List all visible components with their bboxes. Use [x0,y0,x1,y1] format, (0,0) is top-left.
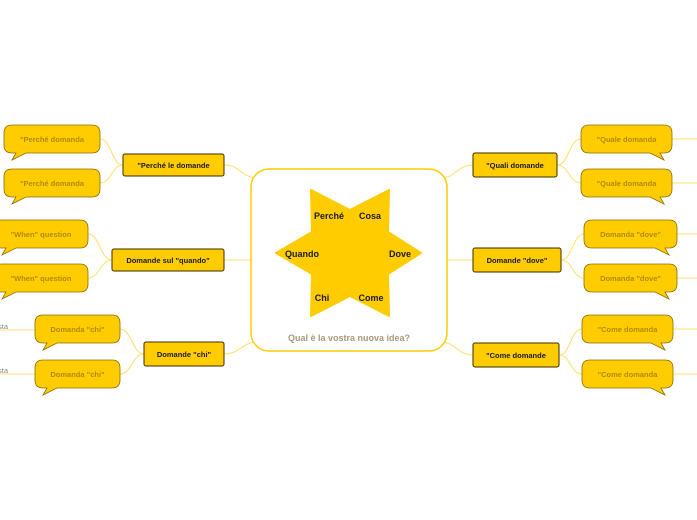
left-branch-1[interactable]: "Perché le domande [122,153,225,177]
left-branch-1-box [122,153,225,177]
left-branch-3-leaf-1-label: Domanda "chi" [50,325,105,334]
left-branch-2-leaf-1-bubble [0,219,89,256]
connector-line [556,164,582,184]
right-branch-2-leaf-1-bubble [583,219,678,256]
connector-line [560,233,585,261]
right-branch-3-box [472,342,560,368]
right-branch-2-label: Domande "dove" [487,256,548,265]
left-branch-2-leaf-1-label: "When" question [11,230,72,239]
right-branch-1-leaf-1[interactable]: "Quale domanda [580,124,673,161]
left-branch-3-leaf-2-bubble [34,359,121,396]
star-label-chi: Chi [315,293,330,303]
connector-line [87,233,113,261]
star-label-dove: Dove [389,249,411,259]
left-branch-3-leaf-2-label: Domanda "chi" [50,370,105,379]
star-label-cosa: Cosa [359,211,382,221]
left-branch-1-leaf-2[interactable]: "Perché domanda [3,168,101,205]
left-branch-3-outer-2[interactable]: sta [0,366,9,375]
central-idea-title: Qual è la vostra nuova idea? [288,333,410,343]
right-branch-3-label: "Come domande [486,351,546,360]
left-branch-2-leaf-2-label: "When" question [11,274,72,283]
left-branch-2[interactable]: Domande sul "quando" [111,248,225,272]
left-branch-1-leaf-1-label: "Perché domanda [20,135,85,144]
connectors [0,138,697,375]
central-idea[interactable]: Perché Cosa Quando Dove Chi Come Qual è … [250,168,448,352]
left-branch-1-leaf-2-bubble [3,168,101,205]
left-branch-2-label: Domande sul "quando" [126,256,210,265]
right-branch-2-leaf-2-label: Domanda "dove" [600,274,661,283]
right-branch-1-label: "Quali domande [486,161,544,170]
left-branch-3[interactable]: Domande "chi" [143,341,225,367]
right-branch-1[interactable]: "Quali domande [472,152,558,178]
left-branch-1-label: "Perché le domande [137,161,209,170]
connector-line [87,259,113,279]
right-branch-2[interactable]: Domande "dove" [472,247,562,273]
connector-line [119,353,145,375]
connector-line [556,138,582,166]
right-branch-1-leaf-1-bubble [580,124,673,161]
right-branch-2-box [472,247,562,273]
connector-line [223,341,259,355]
left-branch-2-leaf-2-bubble [0,263,89,300]
right-branch-3-leaf-1-label: "Come domanda [598,325,659,334]
right-branch-3-leaf-1[interactable]: "Come domanda [581,314,674,351]
right-branch-2-leaf-1[interactable]: Domanda "dove" [583,219,678,256]
connector-line [439,164,474,179]
left-branch-3-leaf-1[interactable]: Domanda "chi" [34,314,121,351]
right-branch-3-leaf-2-bubble [581,359,674,396]
connector-line [223,164,259,179]
right-branch-1-leaf-2-bubble [580,168,673,205]
connector-line [119,328,145,355]
star-label-quando: Quando [285,249,319,259]
right-branch-2-leaf-1-label: Domanda "dove" [600,230,661,239]
connector-line [558,354,583,375]
right-branch-1-leaf-2[interactable]: "Quale domanda [580,168,673,205]
left-branch-1-leaf-1-bubble [3,124,101,161]
left-branch-3-leaf-1-bubble [34,314,121,351]
right-branch-3-leaf-1-bubble [581,314,674,351]
left-branch-2-leaf-2[interactable]: "When" question [0,263,89,300]
left-branch-3-outer-1[interactable]: sta [0,322,9,331]
right-branch-1-leaf-2-label: "Quale domanda [597,179,658,188]
right-branch-2-leaf-2-bubble [583,263,678,300]
left-branch-1-leaf-1[interactable]: "Perché domanda [3,124,101,161]
connector-line [558,328,583,356]
connector-line [99,138,124,166]
star-label-perche: Perché [314,211,344,221]
left-branch-3-label: Domande "chi" [157,350,212,359]
leaves: "Perché domanda "Perché domanda "When" que… [0,124,678,396]
left-branch-3-leaf-2[interactable]: Domanda "chi" [34,359,121,396]
right-branch-3-leaf-2[interactable]: "Come domanda [581,359,674,396]
right-branch-2-leaf-2[interactable]: Domanda "dove" [583,263,678,300]
connector-line [560,259,585,279]
left-branch-2-box [111,248,225,272]
connector-line [439,341,474,356]
right-branch-1-leaf-1-label: "Quale domanda [597,135,658,144]
left-branch-1-leaf-2-label: "Perché domanda [20,179,85,188]
connector-line [99,164,124,184]
left-branch-2-leaf-1[interactable]: "When" question [0,219,89,256]
right-branch-1-box [472,152,558,178]
right-branch-3-leaf-2-label: "Come domanda [598,370,659,379]
star-label-come: Come [358,293,383,303]
left-branch-3-box [143,341,225,367]
right-branch-3[interactable]: "Come domande [472,342,560,368]
star-shape [275,189,422,317]
